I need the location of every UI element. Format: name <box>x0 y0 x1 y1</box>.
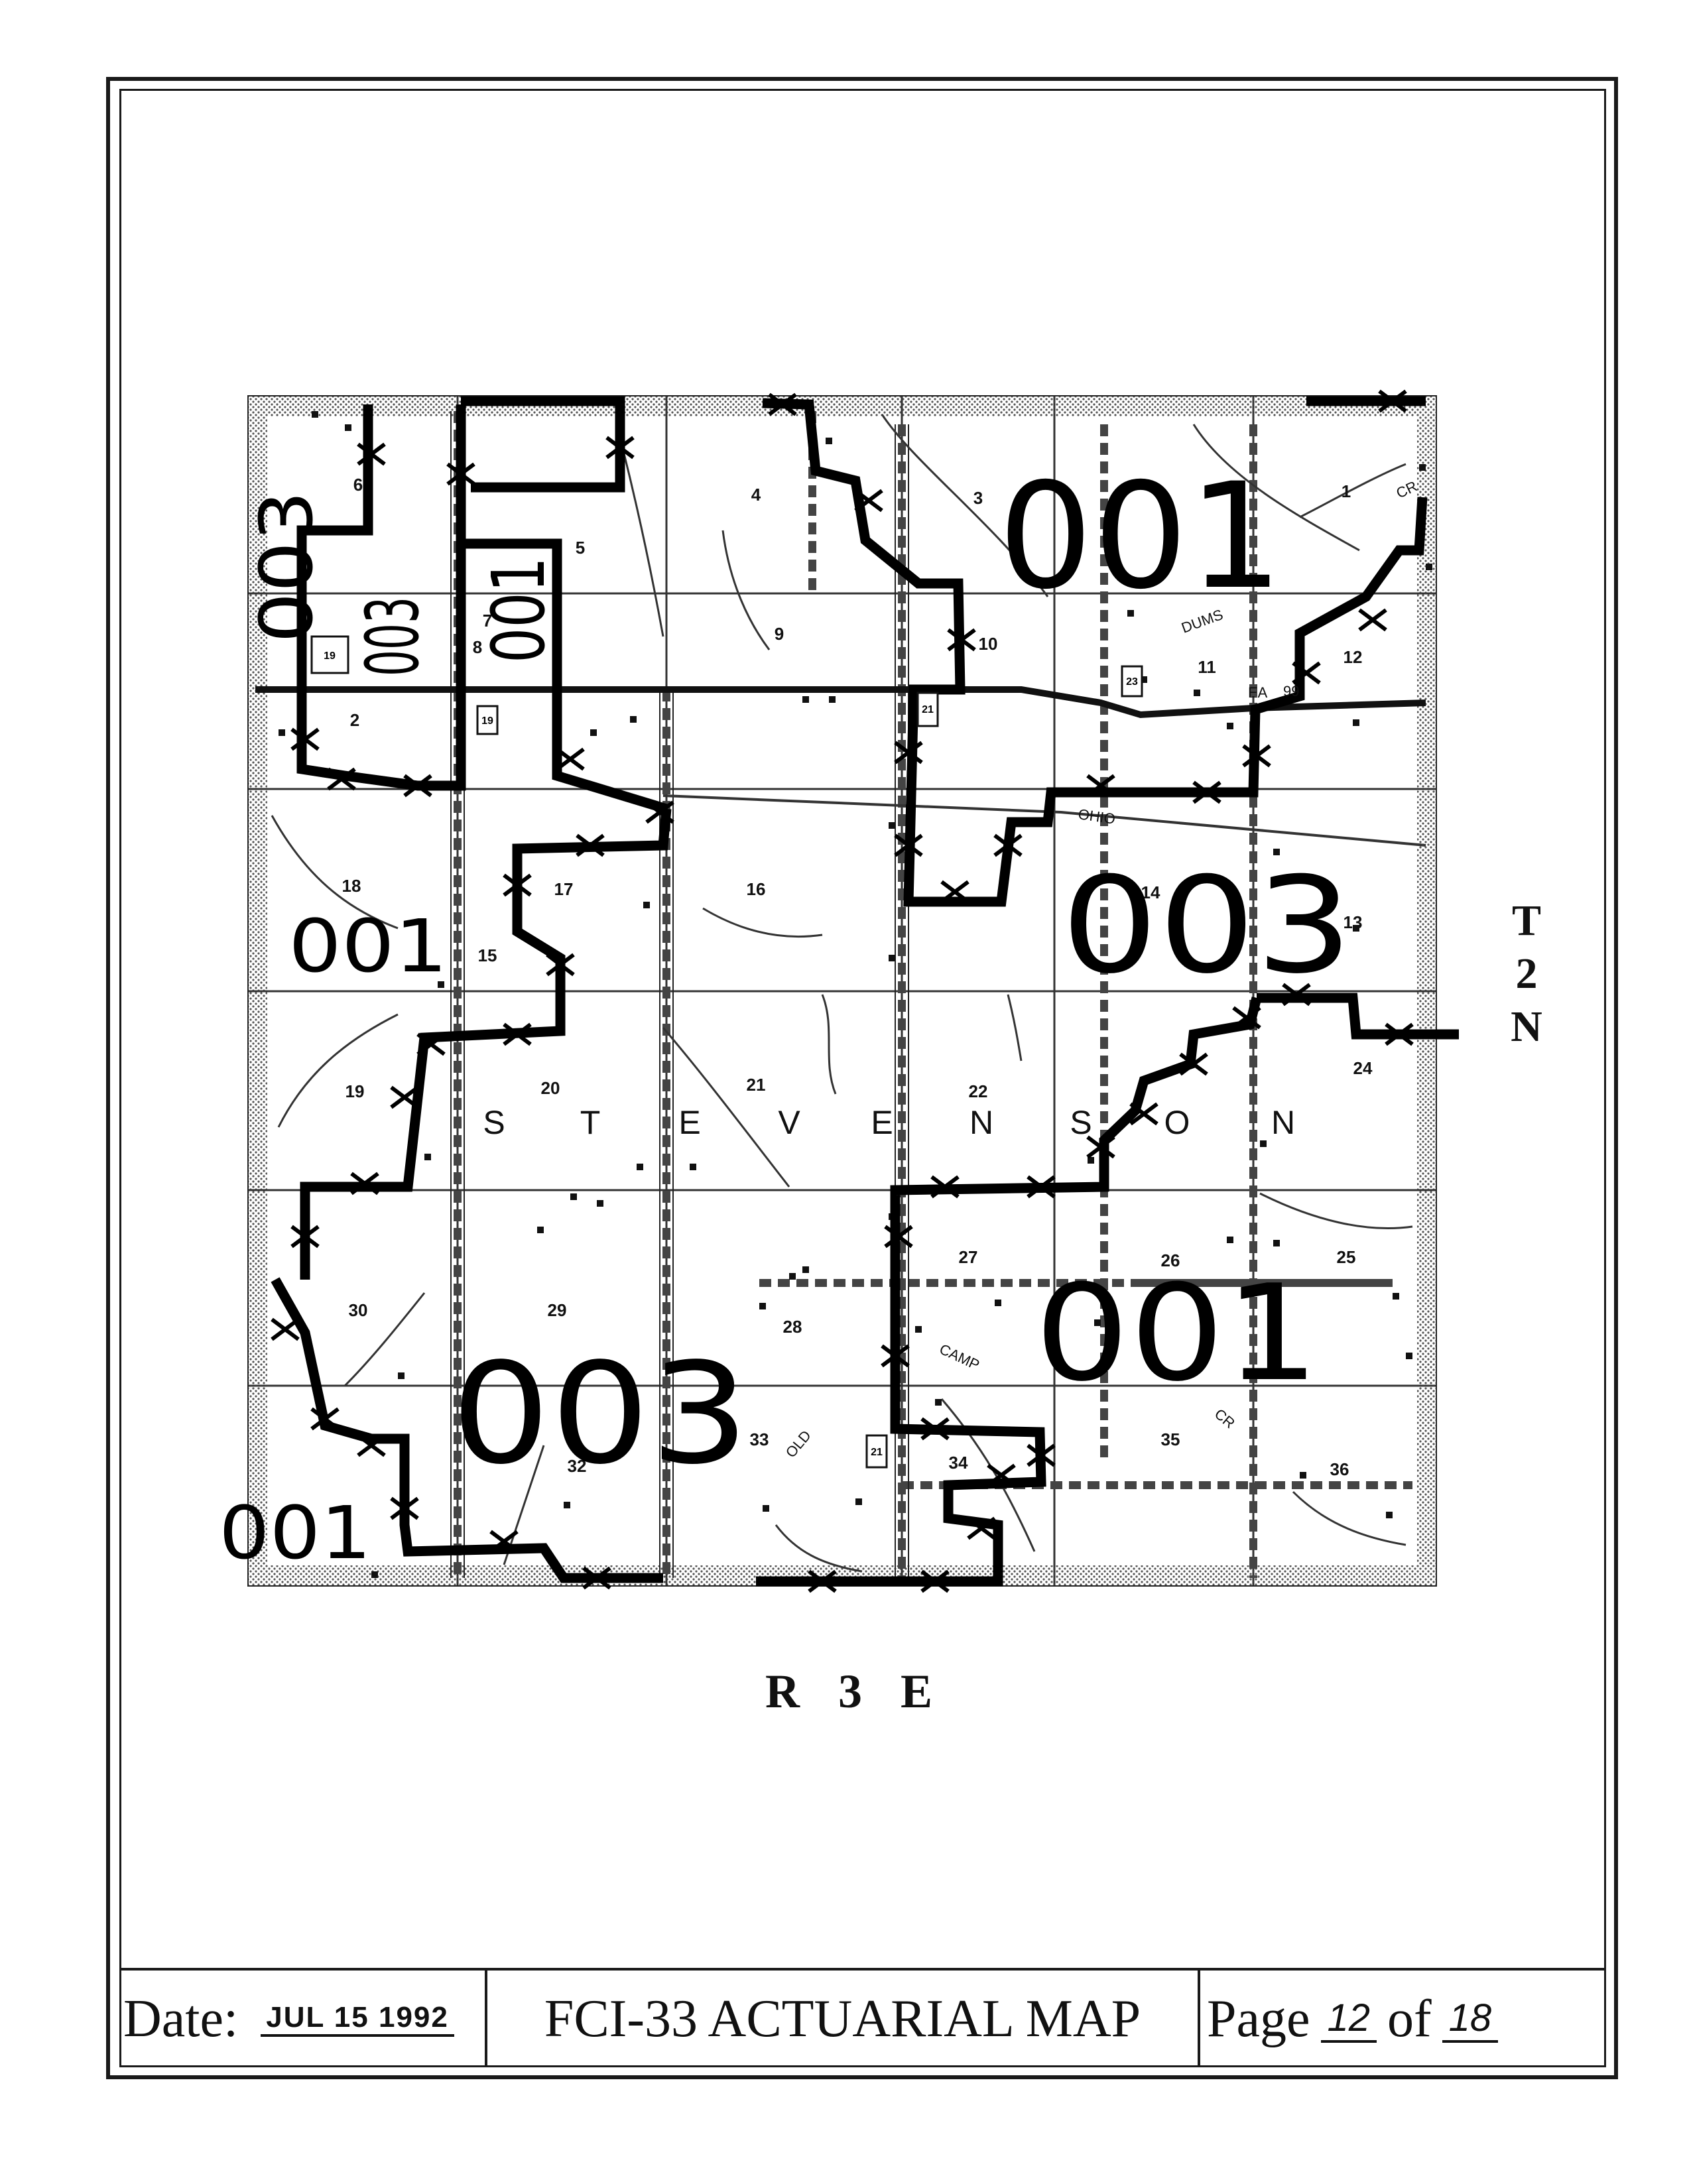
township-name: S T E V E N S O N <box>483 1104 1295 1141</box>
section-8: 8 <box>473 637 482 657</box>
section-29: 29 <box>548 1300 567 1320</box>
township-label-n: N <box>1511 1002 1542 1051</box>
zone-label-001-edge: 001 <box>219 1490 371 1575</box>
outer-frame <box>106 77 1618 2079</box>
page-cell: Page 12 of 18 <box>1200 1971 1606 2067</box>
township-letter-3: E <box>678 1104 700 1141</box>
section-26: 26 <box>1161 1250 1180 1270</box>
township-label-2: 2 <box>1515 949 1538 998</box>
road-label-ea: EA <box>1248 684 1268 701</box>
township-letter-2: T <box>580 1104 601 1141</box>
township-label-t: T <box>1511 896 1542 945</box>
section-numbers: 6 5 4 3 1 7 8 9 10 11 12 2 13 14 15 16 1… <box>342 475 1373 1479</box>
inner-frame <box>119 89 1606 2067</box>
section-19: 19 <box>345 1081 365 1101</box>
section-22: 22 <box>969 1081 988 1101</box>
section-6: 6 <box>353 475 363 495</box>
zone-label-003-northwest: 003 <box>350 597 435 676</box>
section-28: 28 <box>783 1317 802 1337</box>
page-total: 18 <box>1442 1996 1499 2043</box>
township-letter-8: O <box>1164 1104 1190 1141</box>
date-stamp: JUL 15 1992 <box>261 2001 454 2037</box>
section-36: 36 <box>1330 1459 1349 1479</box>
map-title: FCI-33 ACTUARIAL MAP <box>487 1971 1200 2067</box>
section-12: 12 <box>1343 647 1363 667</box>
section-16: 16 <box>747 879 766 899</box>
zone-label-001-north: 001 <box>998 452 1283 621</box>
section-7: 7 <box>483 611 492 631</box>
streams <box>271 414 1413 1573</box>
section-3: 3 <box>973 488 983 508</box>
township-letter-7: S <box>1070 1104 1092 1141</box>
section-20: 20 <box>541 1078 560 1098</box>
section-18: 18 <box>342 876 361 896</box>
of-label: of <box>1387 1989 1432 2048</box>
zone-labels: 001 003 001 003 001 003 001 001 003 <box>219 452 1353 1575</box>
highway-ea-99 <box>255 686 1426 719</box>
section-5: 5 <box>576 538 585 558</box>
section-21: 21 <box>747 1075 766 1095</box>
zone-label-001-left: 003 <box>244 491 329 643</box>
section-24: 24 <box>1353 1058 1373 1078</box>
boundary-crossings <box>271 389 1414 1593</box>
ohio-road <box>662 794 1426 847</box>
section-11: 11 <box>1198 657 1216 677</box>
section-4: 4 <box>751 485 761 505</box>
section-23: 23 <box>1025 1081 1044 1101</box>
route-shields: 19 21 23 21 19 <box>310 635 1143 1469</box>
route-shield-19-north: 19 <box>481 715 493 727</box>
section-30: 30 <box>349 1300 368 1320</box>
zone-label-001-northwest: 001 <box>476 557 561 663</box>
zone-label-001-southeast: 001 <box>1034 1256 1320 1411</box>
township-letter-6: N <box>969 1104 993 1141</box>
footer-bar: Date: JUL 15 1992 FCI-33 ACTUARIAL MAP P… <box>119 1968 1606 2067</box>
page-number: 12 <box>1320 1996 1377 2043</box>
stipple-top <box>249 396 1436 416</box>
zone-label-003-east: 003 <box>1061 849 1353 1003</box>
section-27: 27 <box>959 1247 978 1267</box>
township-letter-1: S <box>483 1104 505 1141</box>
section-25: 25 <box>1337 1247 1356 1267</box>
section-9: 9 <box>775 624 784 644</box>
section-10: 10 <box>979 634 998 654</box>
section-34: 34 <box>949 1453 968 1473</box>
route-shield-19-box: 19 <box>324 650 336 662</box>
zone-label-001-west: 001 <box>288 904 448 989</box>
section-15: 15 <box>478 945 497 965</box>
section-13: 13 <box>1343 912 1363 932</box>
route-shield-21-north: 21 <box>922 704 934 715</box>
zone-boundaries <box>271 396 1459 1587</box>
section-32: 32 <box>568 1456 587 1476</box>
farmsteads <box>279 411 1432 1578</box>
section-14: 14 <box>1141 882 1160 902</box>
zone-label-003-south: 003 <box>451 1333 749 1495</box>
range-label: R 3 E <box>765 1665 946 1718</box>
road-label-99: 99 <box>1283 683 1299 699</box>
route-shield-23: 23 <box>1126 676 1138 688</box>
date-cell: Date: JUL 15 1992 <box>119 1971 487 2067</box>
section-1: 1 <box>1342 481 1351 501</box>
section-2: 2 <box>350 710 359 730</box>
section-17: 17 <box>554 879 574 899</box>
section-33: 33 <box>750 1429 769 1449</box>
section-35: 35 <box>1161 1429 1180 1449</box>
date-label: Date: <box>123 1989 239 2048</box>
township-letter-9: N <box>1271 1104 1295 1141</box>
township-letter-4: V <box>778 1104 800 1141</box>
route-shield-21-south: 21 <box>871 1447 883 1458</box>
page-label: Page <box>1207 1989 1310 2048</box>
township-letter-5: E <box>871 1104 893 1141</box>
